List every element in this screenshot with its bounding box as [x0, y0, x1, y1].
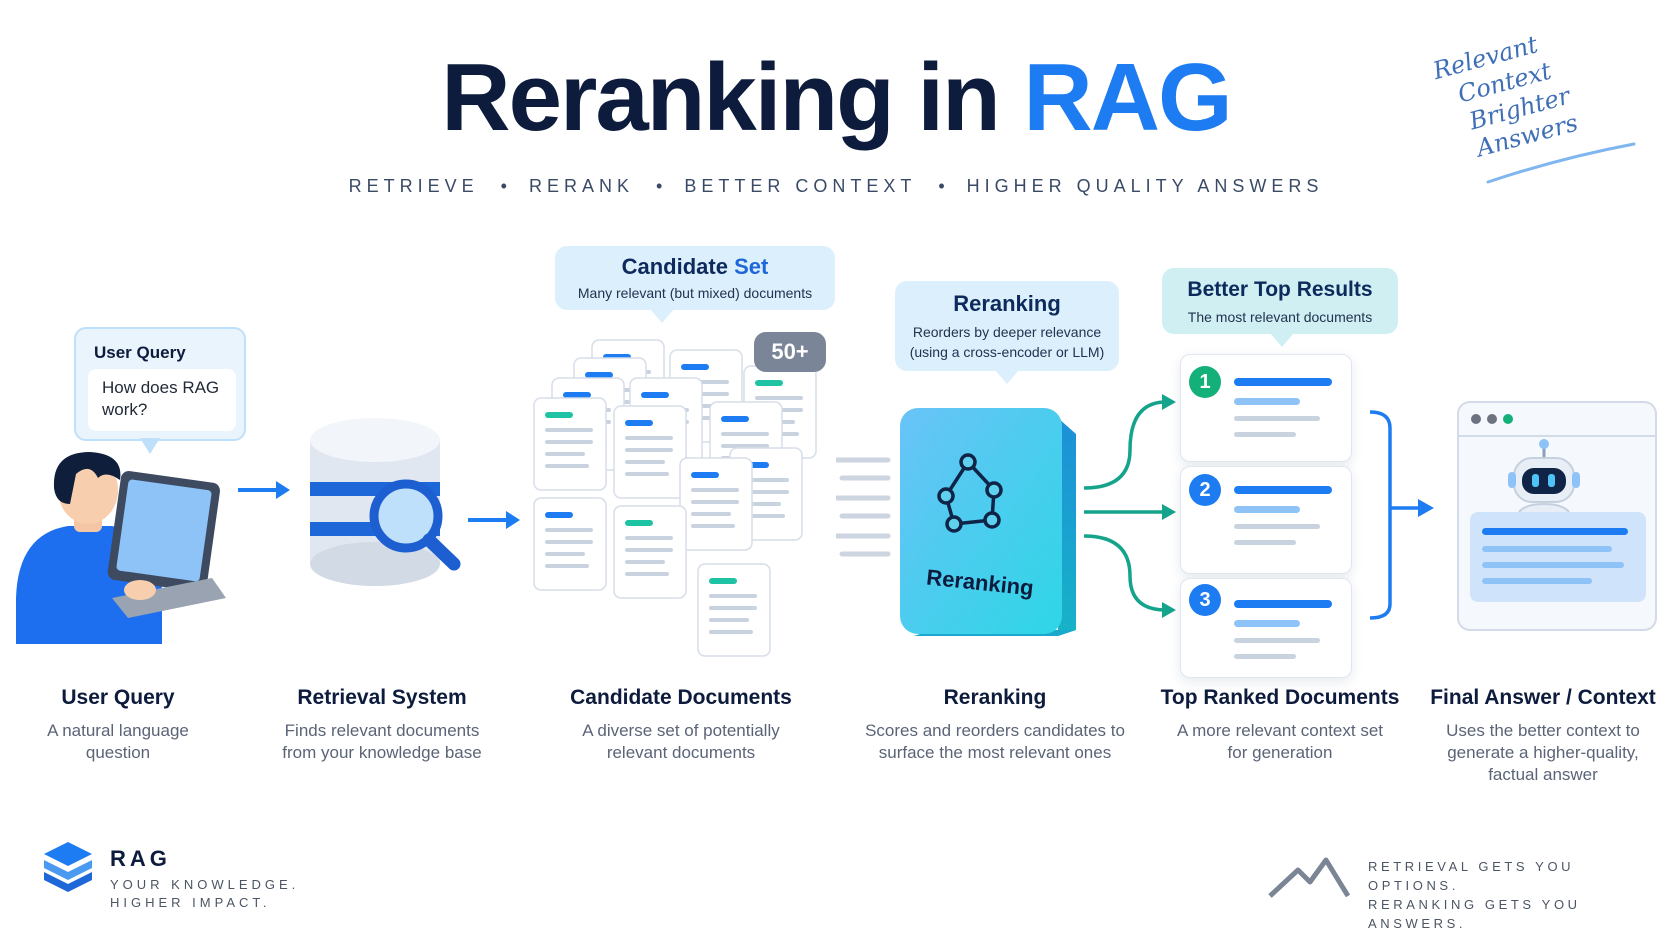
bubble-tail — [140, 438, 160, 454]
stage-title: Final Answer / Context — [1430, 686, 1656, 709]
callout-title-part: Candidate — [621, 254, 728, 279]
slogan-line: RETRIEVAL GETS YOU OPTIONS. — [1368, 859, 1575, 893]
rank-badge-3: 3 — [1189, 584, 1221, 616]
subtitle-separator: • — [656, 176, 663, 196]
bubble-heading: User Query — [94, 343, 186, 362]
subtitle-step: HIGHER QUALITY ANSWERS — [966, 176, 1324, 196]
reranking-callout: Reranking Reorders by deeper relevance (… — [895, 281, 1119, 371]
callout-title: Better Top Results — [1187, 278, 1373, 301]
candidate-set-callout: Candidate Set Many relevant (but mixed) … — [555, 246, 835, 310]
subtitle-separator: • — [500, 176, 507, 196]
user-query-bubble: User Query How does RAG work? — [74, 327, 246, 441]
stage-label-final-answer: Final Answer / Context Uses the better c… — [1424, 686, 1662, 786]
stage-title: Reranking — [943, 686, 1047, 709]
stage-description: A natural language question — [47, 721, 189, 763]
rank-badge-1: 1 — [1189, 366, 1221, 398]
subtitle-step: RERANK — [528, 176, 634, 196]
brand-name: RAG — [110, 846, 171, 871]
callout-title-part: Set — [734, 254, 769, 279]
stage-description: Scores and reorders candidates to surfac… — [865, 721, 1125, 763]
brand-tagline: HIGHER IMPACT. — [110, 894, 271, 910]
query-text: How does RAG work? — [88, 369, 236, 431]
final-answer-window — [1457, 401, 1657, 631]
ranked-output-arrows — [1083, 394, 1176, 618]
brand-block: RAG YOUR KNOWLEDGE. HIGHER IMPACT. — [110, 846, 299, 911]
title-part-1: Reranking in — [441, 44, 1000, 151]
stage-label-candidate-documents: Candidate Documents A diverse set of pot… — [556, 686, 806, 764]
callout-subtitle: Reorders by deeper relevance (using a cr… — [909, 324, 1105, 360]
stage-title: Retrieval System — [297, 686, 467, 709]
stage-description: A diverse set of potentially relevant do… — [582, 721, 780, 763]
rank-badge-2: 2 — [1189, 474, 1221, 506]
stacked-layers-logo — [44, 842, 92, 892]
stage-title: Candidate Documents — [570, 686, 792, 709]
ranked-doc-lines — [1234, 378, 1332, 659]
candidate-documents-stack — [533, 339, 817, 657]
slogan-line: RERANKING GETS YOU ANSWERS. — [1368, 896, 1581, 931]
stage-description: Uses the better context to generate a hi… — [1446, 721, 1640, 785]
page-title: Reranking in RAG — [0, 40, 1672, 155]
title-part-2: RAG — [1023, 44, 1232, 151]
top-results-callout: Better Top Results The most relevant doc… — [1162, 268, 1398, 334]
arrow-right-icon — [468, 511, 520, 529]
subtitle-steps: RETRIEVE • RERANK • BETTER CONTEXT • HIGHER QU… — [0, 176, 1672, 197]
user-at-laptop-icon — [16, 452, 226, 644]
subtitle-step: BETTER CONTEXT — [684, 176, 917, 196]
stage-label-user-query: User Query A natural language question — [18, 686, 218, 764]
stage-description: Finds relevant documents from your knowl… — [282, 721, 482, 763]
note-underline — [1486, 142, 1636, 184]
subtitle-step: RETRIEVE — [348, 176, 479, 196]
callout-subtitle: Many relevant (but mixed) documents — [577, 285, 813, 301]
brand-tagline: YOUR KNOWLEDGE. — [110, 877, 300, 892]
callout-title: Reranking — [953, 291, 1061, 316]
stage-title: Top Ranked Documents — [1160, 686, 1400, 709]
subtitle-separator: • — [938, 176, 945, 196]
stage-label-retrieval-system: Retrieval System Finds relevant document… — [262, 686, 502, 764]
arrow-right-icon — [238, 481, 290, 499]
callout-subtitle: The most relevant documents — [1187, 309, 1373, 325]
reranker-box — [900, 408, 1076, 636]
stage-label-reranking: Reranking Scores and reorders candidates… — [860, 686, 1130, 764]
footer-slogan: RETRIEVAL GETS YOU OPTIONS. RERANKING GE… — [1368, 858, 1672, 933]
callout-title: Candidate Set — [555, 246, 835, 280]
stage-description: A more relevant context set for generati… — [1177, 721, 1383, 763]
mountain-logo — [1268, 857, 1350, 898]
stage-title: User Query — [61, 686, 175, 709]
callout-tail — [650, 309, 674, 323]
motion-lines — [836, 457, 891, 557]
callout-tail — [1270, 333, 1294, 347]
stage-label-top-ranked-documents: Top Ranked Documents A more relevant con… — [1150, 686, 1410, 764]
candidate-count-badge: 50+ — [754, 332, 826, 372]
bracket-arrow — [1369, 410, 1434, 620]
database-search-icon — [310, 418, 461, 586]
graph-nodes-icon — [937, 453, 1003, 533]
callout-tail — [995, 370, 1019, 384]
